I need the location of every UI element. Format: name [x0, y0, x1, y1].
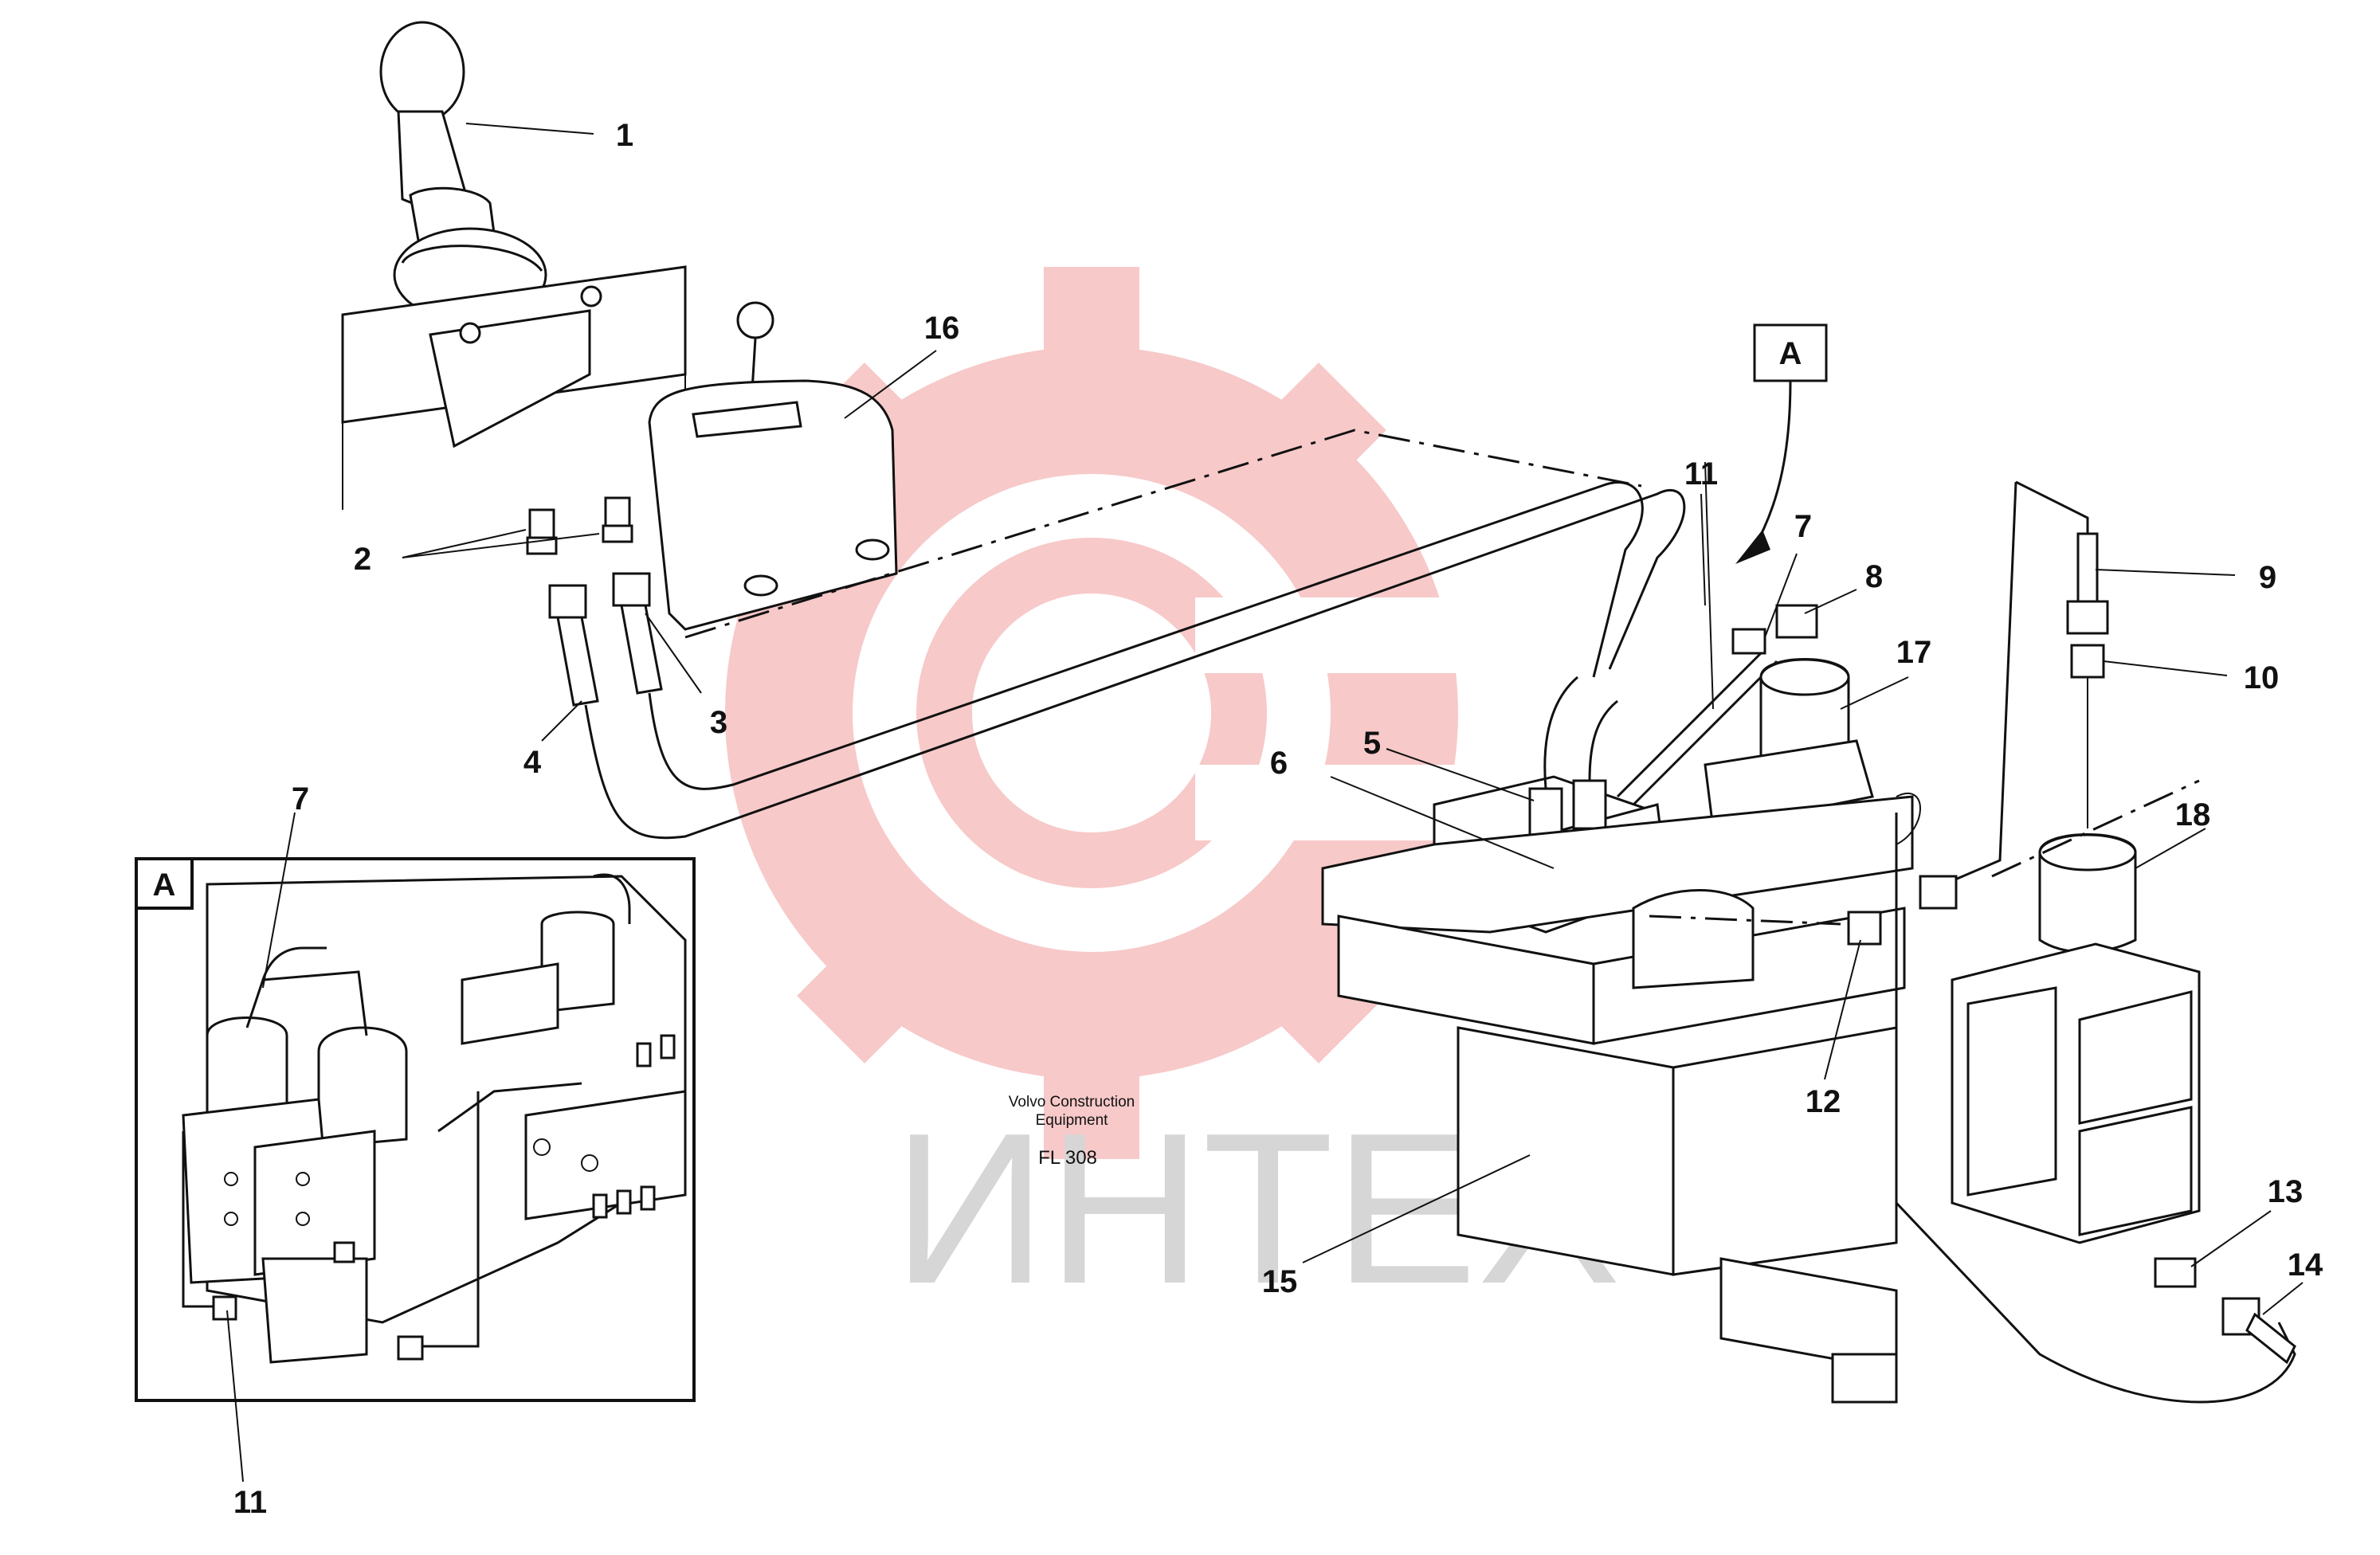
inset-label: A — [153, 868, 176, 903]
inset-callout-11: 11 — [233, 1485, 267, 1520]
callout-12: 12 — [1806, 1084, 1841, 1119]
drawing-caption: Volvo Construction Equipment FL 308 — [1009, 1094, 1135, 1169]
view-marker-a: A — [1735, 323, 1828, 564]
callout-3: 3 — [710, 705, 727, 740]
main-assembly-drawing — [341, 21, 2296, 1404]
caption-line-2: Equipment — [1036, 1112, 1109, 1129]
inset-view-a: A — [135, 857, 696, 1402]
callout-16: 16 — [924, 311, 960, 346]
caption-code: FL 308 — [1038, 1147, 1097, 1169]
inset-callout-7: 7 — [292, 781, 309, 817]
hoses-3-4 — [548, 481, 1686, 840]
view-marker-label: A — [1779, 336, 1802, 371]
fittings-2 — [526, 496, 633, 555]
callout-15: 15 — [1262, 1264, 1298, 1299]
callout-6: 6 — [1270, 746, 1288, 781]
callout-2: 2 — [354, 542, 371, 577]
caption-line-1: Volvo Construction — [1009, 1094, 1135, 1110]
callout-5: 5 — [1363, 726, 1381, 761]
joystick-lever — [341, 21, 687, 510]
callout-4: 4 — [523, 745, 542, 780]
callout-13: 13 — [2268, 1174, 2304, 1209]
callout-17: 17 — [1896, 635, 1932, 670]
inset-valve-assembly — [182, 873, 687, 1364]
callout-9: 9 — [2259, 560, 2276, 595]
callout-1: 1 — [616, 118, 633, 153]
centerline — [684, 429, 1642, 639]
leader-lines — [226, 123, 2304, 1483]
callout-7: 7 — [1794, 509, 1812, 544]
callout-14: 14 — [2288, 1248, 2323, 1283]
callout-8: 8 — [1865, 559, 1883, 594]
callout-18: 18 — [2175, 797, 2211, 832]
base-frame — [1321, 793, 1921, 1404]
centerline-right — [1991, 779, 2200, 878]
callout-10: 10 — [2244, 660, 2280, 695]
right-valve-block — [1649, 480, 2296, 1404]
lever-housing — [648, 301, 898, 631]
callout-labels: 1 2 3 4 5 6 7 8 9 10 11 12 13 14 15 16 1… — [233, 118, 2323, 1520]
callout-11: 11 — [1684, 456, 1718, 492]
